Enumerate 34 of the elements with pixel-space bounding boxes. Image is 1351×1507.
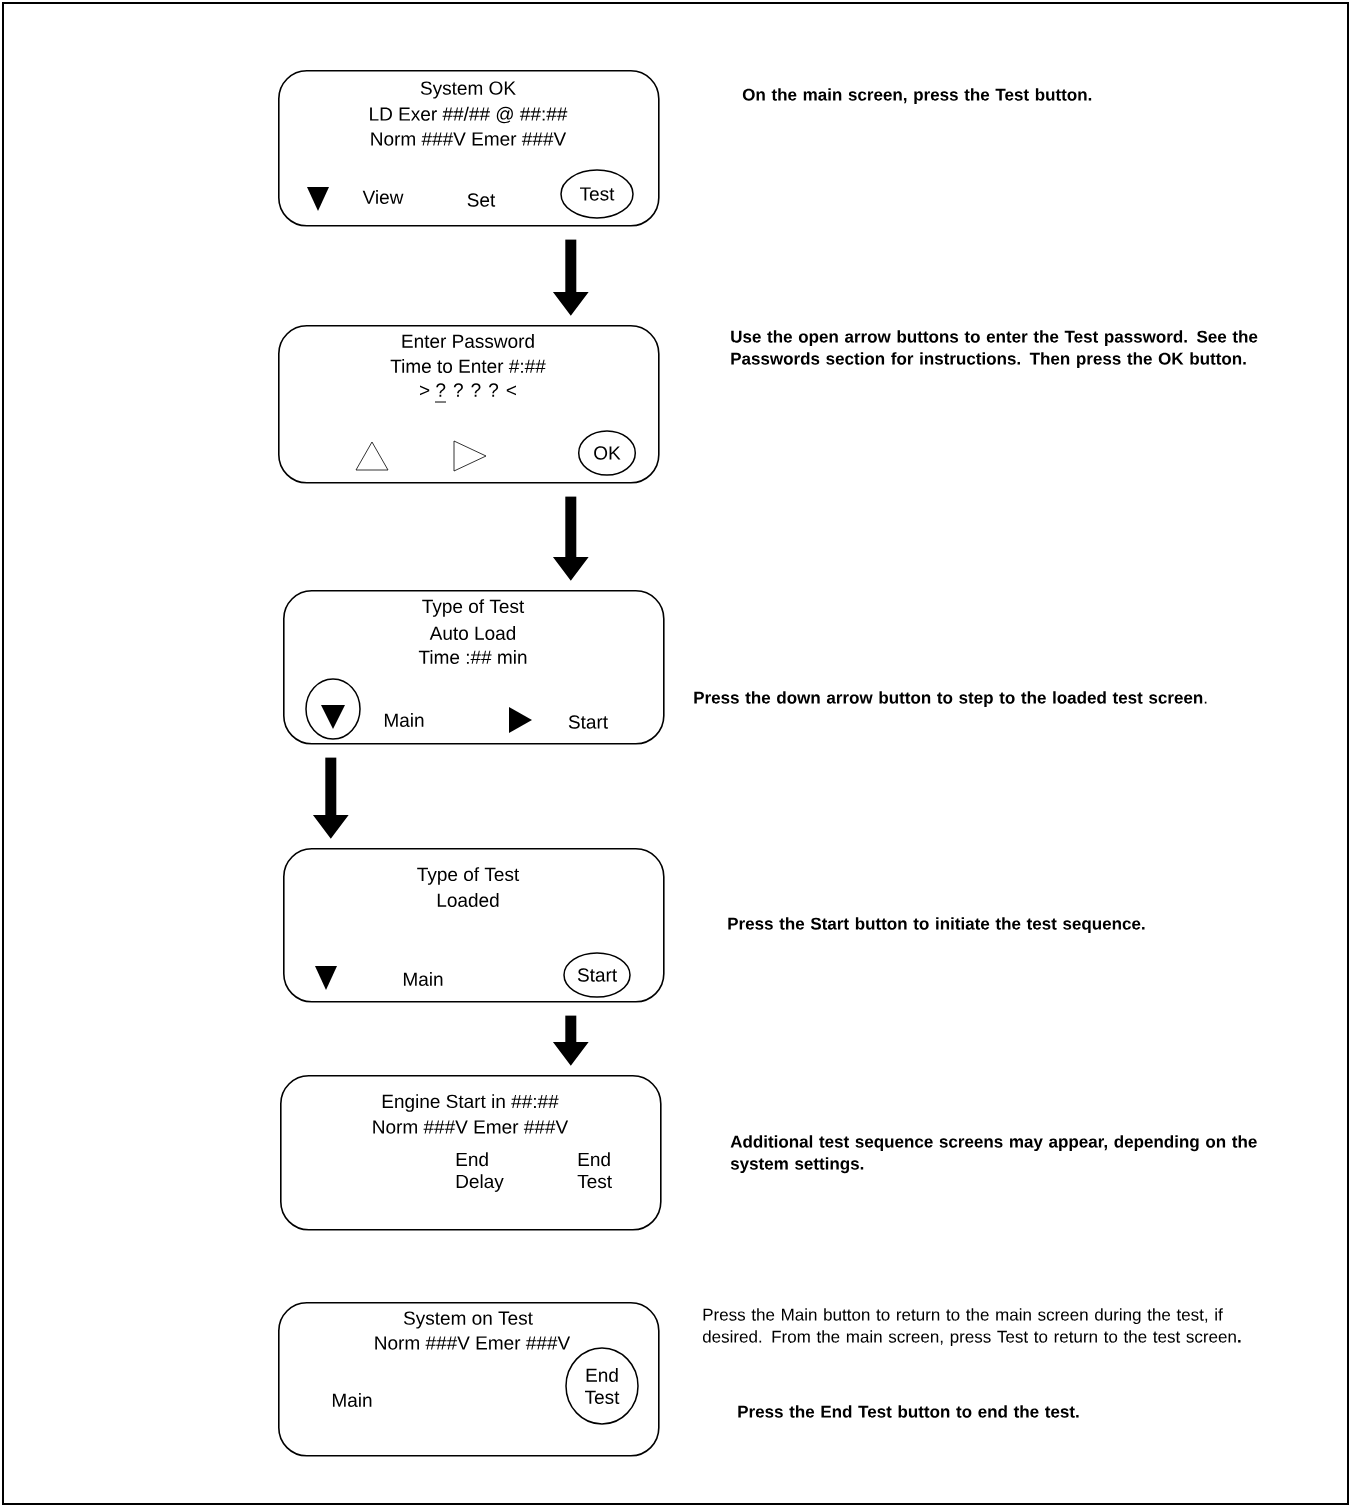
screen-text: View	[362, 190, 404, 204]
instruction-text: Additional test sequence screens may appear, depending on the system settings.	[730, 1135, 1257, 1174]
soft-key-button: Test	[560, 169, 634, 219]
screen-text: Time :## min	[418, 650, 527, 664]
screen-text: > ? ? ? ? <	[420, 383, 516, 397]
soft-key-button: Start	[563, 952, 631, 998]
instruction-text: Use the open arrow buttons to enter the Test password. See the Passwords section for instructions. Then press the OK button.	[731, 330, 1258, 369]
screen-text: End Test	[577, 1152, 612, 1189]
screen-text: LD Exer ##/## @ ##:##	[370, 106, 568, 124]
screen-text: Time to Enter #:##	[390, 359, 546, 373]
instruction-text: Press the Main button to return to the main screen during the test, if desired. From the main screen, press Test to return to the test screen.	[702, 1308, 1241, 1347]
instruction-text: Press the down arrow button to step to the loaded test screen.	[694, 691, 1207, 708]
screen-text: Engine Start in ##:##	[382, 1094, 559, 1112]
screen-text: Type of Test	[417, 867, 520, 885]
screen-text: End Delay	[456, 1152, 504, 1192]
screen-text: Type of Test	[422, 599, 525, 617]
screen-text: Norm ###V Emer ###V	[375, 1336, 571, 1350]
screen-text: Loaded	[437, 893, 499, 907]
instruction-text: On the main screen, press the Test button.	[742, 88, 1092, 105]
screen-text: Norm ###V Emer ###V	[371, 132, 567, 146]
screen-text: Start	[568, 715, 608, 729]
instruction-text: Press the End Test button to end the test.	[738, 1405, 1079, 1418]
screen-text: Main	[403, 972, 443, 986]
screen-text: Main	[332, 1393, 372, 1407]
screen-text: System on Test	[403, 1311, 533, 1329]
screen-text: Auto Load	[429, 626, 516, 640]
screen-text: Main	[384, 713, 424, 727]
screen-text: Norm ###V Emer ###V	[373, 1120, 569, 1134]
soft-key-button: End Test	[565, 1347, 639, 1425]
instruction-text: Press the Start button to initiate the test sequence.	[728, 917, 1145, 934]
screen-text: Set	[467, 193, 496, 207]
screen-text: Enter Password	[402, 334, 534, 348]
soft-key-button: OK	[577, 430, 637, 476]
screen-text: System OK	[420, 81, 516, 99]
